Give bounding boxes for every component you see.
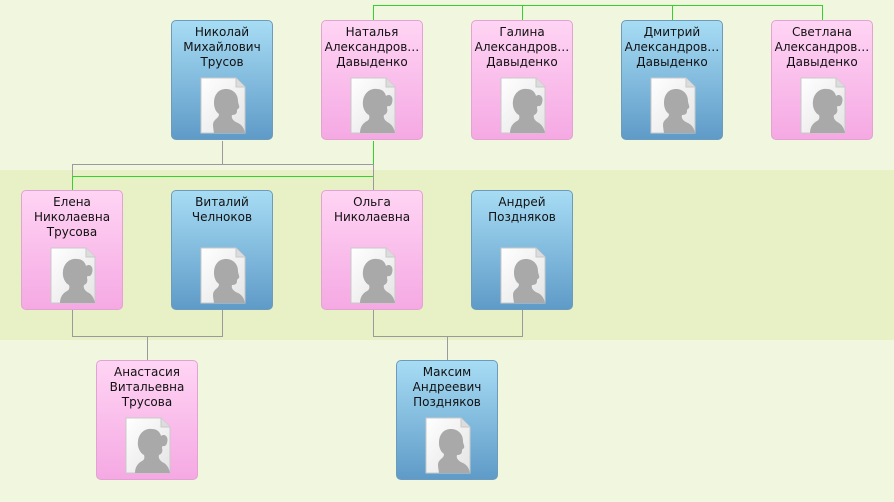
female-silhouette-icon (350, 77, 396, 134)
person-card-maksim[interactable]: Максим Андреевич Поздняков (396, 360, 498, 480)
male-silhouette-icon (650, 77, 696, 134)
person-card-dmitriy[interactable]: Дмитрий Александров… Давыденко (621, 20, 723, 140)
male-silhouette-icon (425, 417, 471, 474)
female-silhouette-icon (350, 247, 396, 304)
person-name: Дмитрий Александров… Давыденко (624, 25, 720, 69)
person-name: Максим Андреевич Поздняков (412, 365, 482, 409)
generation-band-2 (0, 170, 894, 340)
person-name: Николай Михайлович Трусов (183, 25, 261, 69)
female-silhouette-icon (500, 77, 546, 134)
generation-band-1 (0, 0, 894, 170)
person-name: Анастасия Витальевна Трусова (109, 365, 185, 409)
person-name: Елена Николаевна Трусова (33, 195, 111, 239)
person-card-svetlana[interactable]: Светлана Александров… Давыденко (771, 20, 873, 140)
person-name: Светлана Александров… Давыденко (774, 25, 870, 69)
female-silhouette-icon (125, 417, 171, 474)
person-card-andrey[interactable]: Андрей Поздняков (471, 190, 573, 310)
male-silhouette-icon (200, 77, 246, 134)
female-silhouette-icon (50, 247, 96, 304)
female-silhouette-icon (800, 77, 846, 134)
person-card-elena[interactable]: Елена Николаевна Трусова (21, 190, 123, 310)
person-card-olga[interactable]: Ольга Николаевна (321, 190, 423, 310)
person-name: Галина Александров… Давыденко (474, 25, 570, 69)
male-silhouette-icon (200, 247, 246, 304)
person-name: Ольга Николаевна (333, 195, 411, 224)
male-silhouette-icon (500, 247, 546, 304)
person-name: Наталья Александров… Давыденко (324, 25, 420, 69)
person-card-natalya[interactable]: Наталья Александров… Давыденко (321, 20, 423, 140)
person-name: Андрей Поздняков (488, 195, 556, 224)
person-card-vitaliy[interactable]: Виталий Челноков (171, 190, 273, 310)
person-card-galina[interactable]: Галина Александров… Давыденко (471, 20, 573, 140)
person-card-anastasia[interactable]: Анастасия Витальевна Трусова (96, 360, 198, 480)
person-name: Виталий Челноков (191, 195, 253, 224)
person-card-nikolay[interactable]: Николай Михайлович Трусов (171, 20, 273, 140)
